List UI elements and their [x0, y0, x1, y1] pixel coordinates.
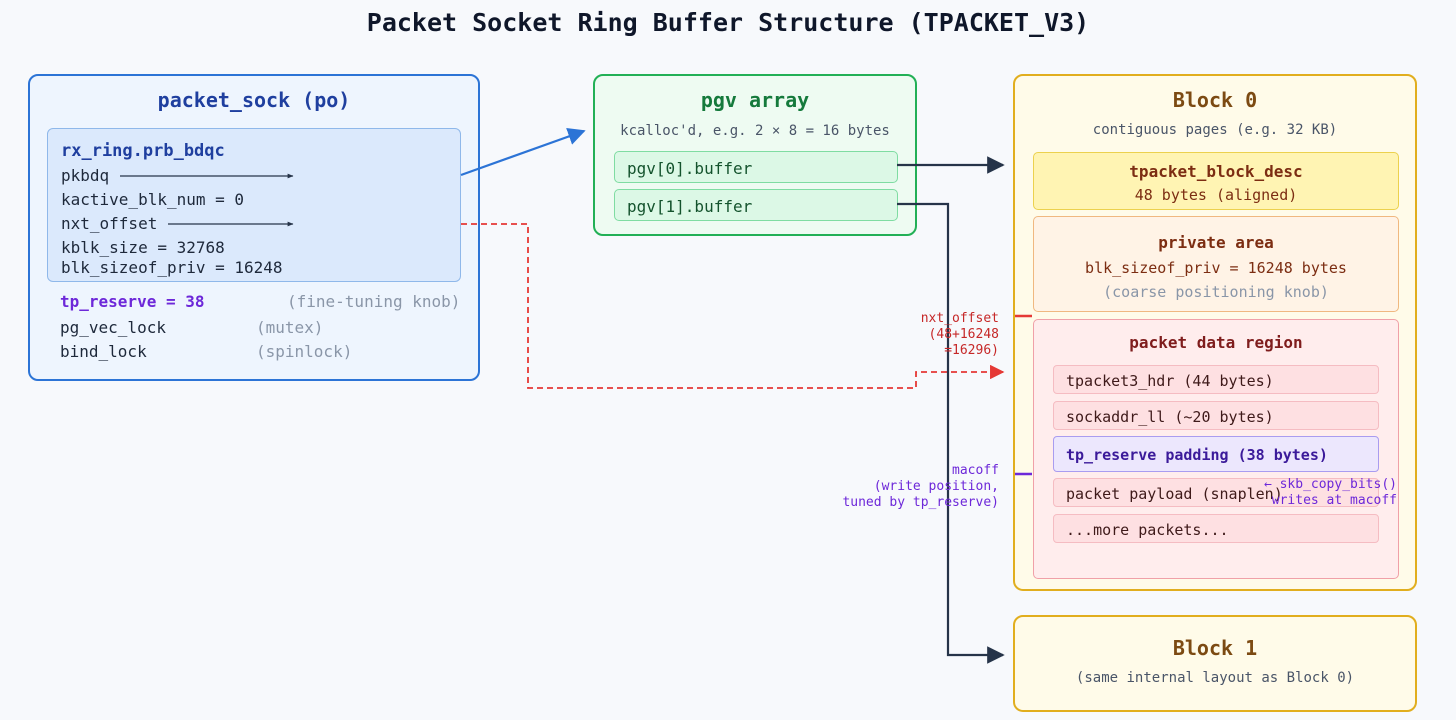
packet-sock-title: packet_sock (po)	[157, 88, 351, 112]
block-0-box: Block 0 contiguous pages (e.g. 32 KB) tp…	[1013, 74, 1417, 591]
rx-ring-box: rx_ring.prb_bdqc pkbdq kactive_blk_num =…	[47, 128, 461, 282]
packet-sock-box: packet_sock (po) rx_ring.prb_bdqc pkbdq …	[28, 74, 480, 381]
bind-lock-field: bind_lock	[60, 342, 147, 361]
block-1-subtitle: (same internal layout as Block 0)	[1075, 670, 1355, 686]
rx-ring-title: rx_ring.prb_bdqc	[61, 141, 225, 161]
sockaddr-ll-item: sockaddr_ll (~20 bytes)	[1053, 401, 1379, 430]
tpacket3-hdr-item: tpacket3_hdr (44 bytes)	[1053, 365, 1379, 394]
packet-data-region-title: packet data region	[1129, 333, 1303, 352]
packet-data-region-box: packet data region tpacket3_hdr (44 byte…	[1033, 319, 1399, 579]
tpacket-block-desc-title: tpacket_block_desc	[1129, 162, 1303, 181]
block-0-subtitle: contiguous pages (e.g. 32 KB)	[1092, 122, 1338, 138]
block-1-box: Block 1 (same internal layout as Block 0…	[1013, 615, 1417, 712]
pkbdq-field: pkbdq	[61, 166, 110, 185]
tpacket-block-desc-box: tpacket_block_desc 48 bytes (aligned)	[1033, 152, 1399, 210]
nxt-offset-to-packet-data-arrow	[461, 223, 1005, 389]
packet-payload-item: packet payload (snaplen)	[1053, 478, 1379, 507]
pgv-0-buffer: pgv[0].buffer	[614, 151, 898, 183]
private-area-size: blk_sizeof_priv = 16248 bytes	[1085, 259, 1347, 277]
tpacket-block-desc-size: 48 bytes (aligned)	[1134, 186, 1298, 204]
tp-reserve-padding-item: tp_reserve padding (38 bytes)	[1053, 436, 1379, 472]
blk-sizeof-priv-field: blk_sizeof_priv = 16248	[61, 258, 283, 277]
macoff-label: macoff (write position, tuned by tp_rese…	[842, 463, 999, 510]
pgv-title: pgv array	[700, 88, 810, 112]
block-1-title: Block 1	[1172, 636, 1258, 660]
nxt-offset-label: nxt_offset (48+16248 =16296)	[920, 311, 999, 358]
bind-lock-note: (spinlock)	[256, 342, 353, 361]
private-area-note: (coarse positioning knob)	[1103, 283, 1329, 301]
pgv1-to-block1-arrow	[897, 202, 1005, 664]
diagram-title: Packet Socket Ring Buffer Structure (TPA…	[366, 8, 1090, 37]
pgv-subtitle: kcalloc'd, e.g. 2 × 8 = 16 bytes	[620, 123, 890, 139]
kblk-size-field: kblk_size = 32768	[61, 238, 225, 257]
pkbdq-to-pgv-arrow	[460, 128, 586, 177]
tp-reserve-note: (fine-tuning knob)	[287, 292, 461, 311]
more-packets-item: ...more packets...	[1053, 514, 1379, 543]
block-0-title: Block 0	[1172, 88, 1258, 112]
nxt-offset-field: nxt_offset	[61, 214, 158, 233]
pgv-1-buffer: pgv[1].buffer	[614, 189, 898, 221]
pg-vec-lock-note: (mutex)	[256, 318, 324, 337]
private-area-box: private area blk_sizeof_priv = 16248 byt…	[1033, 216, 1399, 312]
kactive-field: kactive_blk_num = 0	[61, 190, 245, 209]
private-area-title: private area	[1158, 233, 1274, 252]
pgv-array-box: pgv array kcalloc'd, e.g. 2 × 8 = 16 byt…	[593, 74, 917, 236]
pg-vec-lock-field: pg_vec_lock	[60, 318, 166, 337]
skb-copy-bits-label: ← skb_copy_bits() writes at macoff	[1263, 477, 1397, 508]
tp-reserve-field: tp_reserve = 38	[60, 292, 205, 311]
